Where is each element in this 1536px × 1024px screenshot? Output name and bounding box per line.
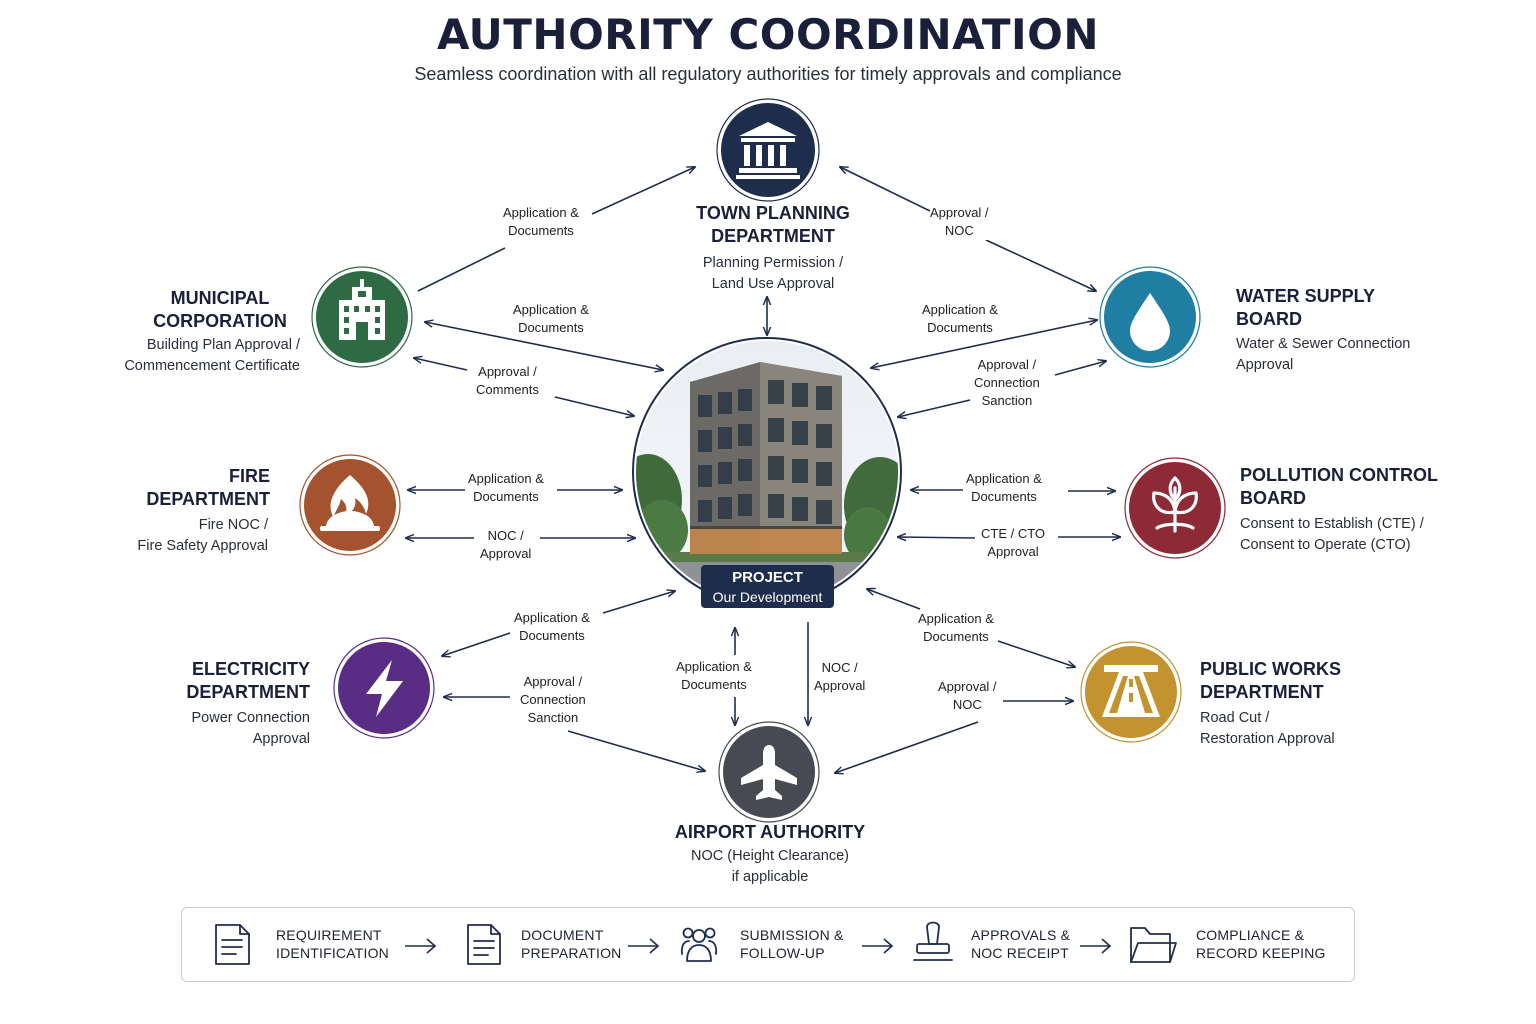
airplane-icon [741,745,797,800]
government-building-icon [736,122,800,179]
step-arrow-icon [862,938,894,954]
project-badge: PROJECT Our Development [701,565,834,608]
arrow-ws-appr [898,399,971,417]
document-icon [467,924,501,965]
stamp-icon [913,921,953,961]
water-drop-icon [1130,293,1170,351]
flow-label-fd-appr: NOC /Approval [480,527,532,563]
arrow-mc-appr [554,396,634,416]
folder-icon [1130,927,1177,963]
arrow-ws-appr-head [1054,361,1106,376]
arrow-tp-app [591,167,695,215]
arrow-tp-appr [985,239,1096,291]
arrow-pw-app-l [867,589,921,610]
fire-icon [320,475,380,531]
airport-desc: NOC (Height Clearance)if applicable [691,848,849,885]
step-arrow-icon [405,938,437,954]
project-badge-title: PROJECT [732,569,803,586]
arrow-ed-app-r [602,591,675,614]
fire-desc: Fire NOC /Fire Safety Approval [137,517,268,554]
project-badge-subtitle: Our Development [712,589,823,605]
flow-label-pw-appr: Approval /NOC [938,678,997,714]
process-steps-bar [181,907,1355,982]
arrow-mc-app [425,322,663,370]
arrow-pw-app-r [997,640,1075,667]
flow-label-pc-app: Application &Documents [966,470,1042,506]
arrow-ws-app [871,320,1097,368]
arrow-mc-appr-head [414,358,468,371]
arrow-tp-appr-head [840,167,931,212]
flow-label-mc-appr: Approval /Comments [476,363,539,399]
flow-label-aa-appr: NOC /Approval [814,659,866,695]
pollution-desc: Consent to Establish (CTE) /Consent to O… [1240,516,1424,553]
arrow-pc-appr-l [898,537,976,538]
step-arrow-icon [628,938,660,954]
document-list-icon [215,924,250,965]
page-title: AUTHORITY COORDINATION [436,10,1100,59]
municipal-building-icon [339,279,385,340]
leaf-icon [1152,476,1198,533]
flow-label-ws-app: Application &Documents [922,301,998,337]
arrow-tp-app-tail [417,247,506,292]
arrow-ed-appr-r [567,730,705,771]
public-works-desc: Road Cut /Restoration Approval [1200,710,1335,747]
flow-label-ed-app: Application &Documents [514,609,590,645]
flow-label-tp-appr: Approval /NOC [930,204,989,240]
municipal-desc: Building Plan Approval /Commencement Cer… [124,337,300,374]
flow-label-mc-app: Application &Documents [513,301,589,337]
flow-label-tp-app: Application &Documents [503,204,579,240]
lightning-icon [366,660,403,717]
flow-label-pw-app: Application &Documents [918,610,994,646]
step-approvals-noc-receipt: APPROVALS &NOC RECEIPT [971,927,1071,961]
team-icon [680,927,718,962]
step-arrow-icon [1080,938,1112,954]
step-compliance-record-keeping: COMPLIANCE &RECORD KEEPING [1196,927,1326,961]
road-icon [1102,665,1160,717]
arrow-ed-app-l [442,632,511,656]
town-planning-desc: Planning Permission /Land Use Approval [702,255,844,292]
arrow-pw-appr-l [835,721,979,773]
page-subtitle: Seamless coordination with all regulator… [414,64,1122,84]
connector-arrows [406,167,1120,773]
airport-name: AIRPORT AUTHORITY [674,822,866,842]
step-submission-follow-up: SUBMISSION &FOLLOW-UP [740,927,844,961]
flow-label-aa-app: Application &Documents [676,658,752,694]
flow-label-fd-app: Application &Documents [468,470,544,506]
